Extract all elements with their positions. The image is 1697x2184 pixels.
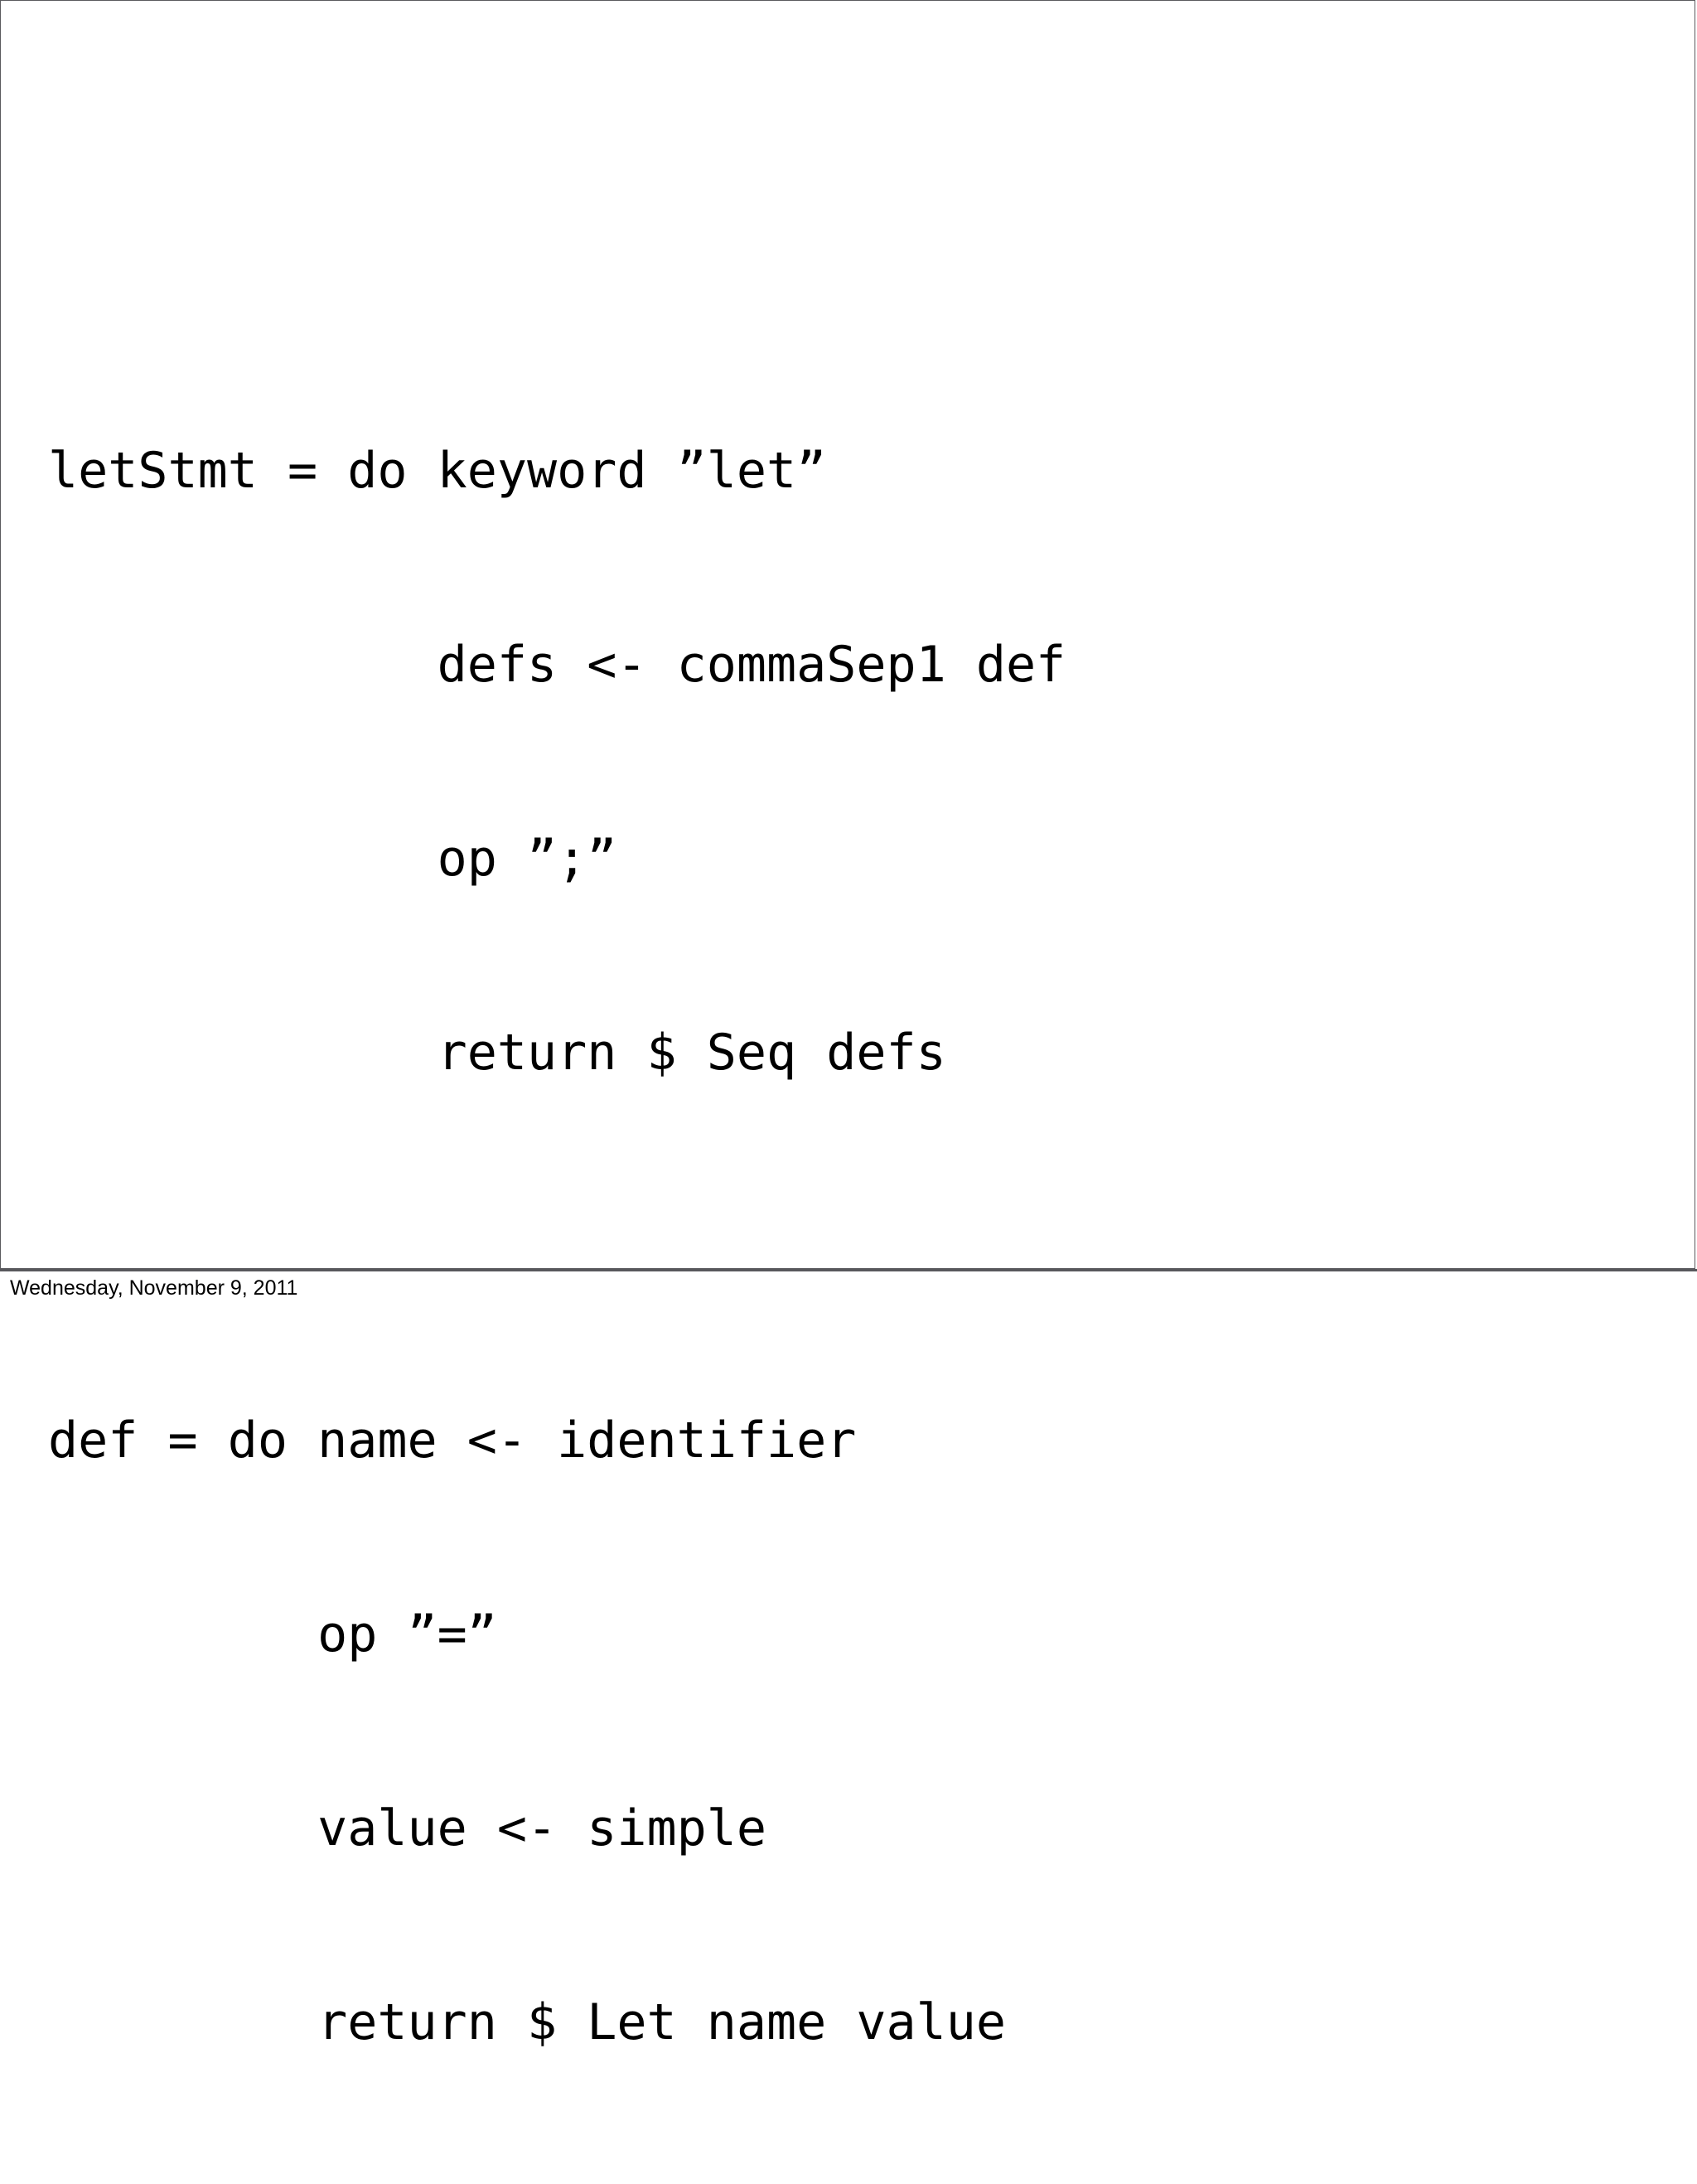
footer-date: Wednesday, November 9, 2011 bbox=[10, 1276, 298, 1300]
code-line: defs <- commaSep1 def bbox=[48, 636, 1066, 694]
code-line: letStmt = do keyword ”let” bbox=[48, 442, 827, 500]
code-line: value <- simple bbox=[48, 1799, 766, 1857]
code-line: return $ Seq defs bbox=[48, 1024, 946, 1082]
code-line: op ”;” bbox=[48, 830, 617, 888]
code-block: letStmt = do keyword ”let” defs <- comma… bbox=[48, 309, 1066, 2184]
code-line: return $ Let name value bbox=[48, 1993, 1006, 2051]
slide-frame: letStmt = do keyword ”let” defs <- comma… bbox=[0, 0, 1695, 2051]
footer-divider bbox=[0, 1269, 1697, 1271]
code-line: op ”=” bbox=[48, 1605, 497, 1663]
code-line: def = do name <- identifier bbox=[48, 1412, 857, 1470]
